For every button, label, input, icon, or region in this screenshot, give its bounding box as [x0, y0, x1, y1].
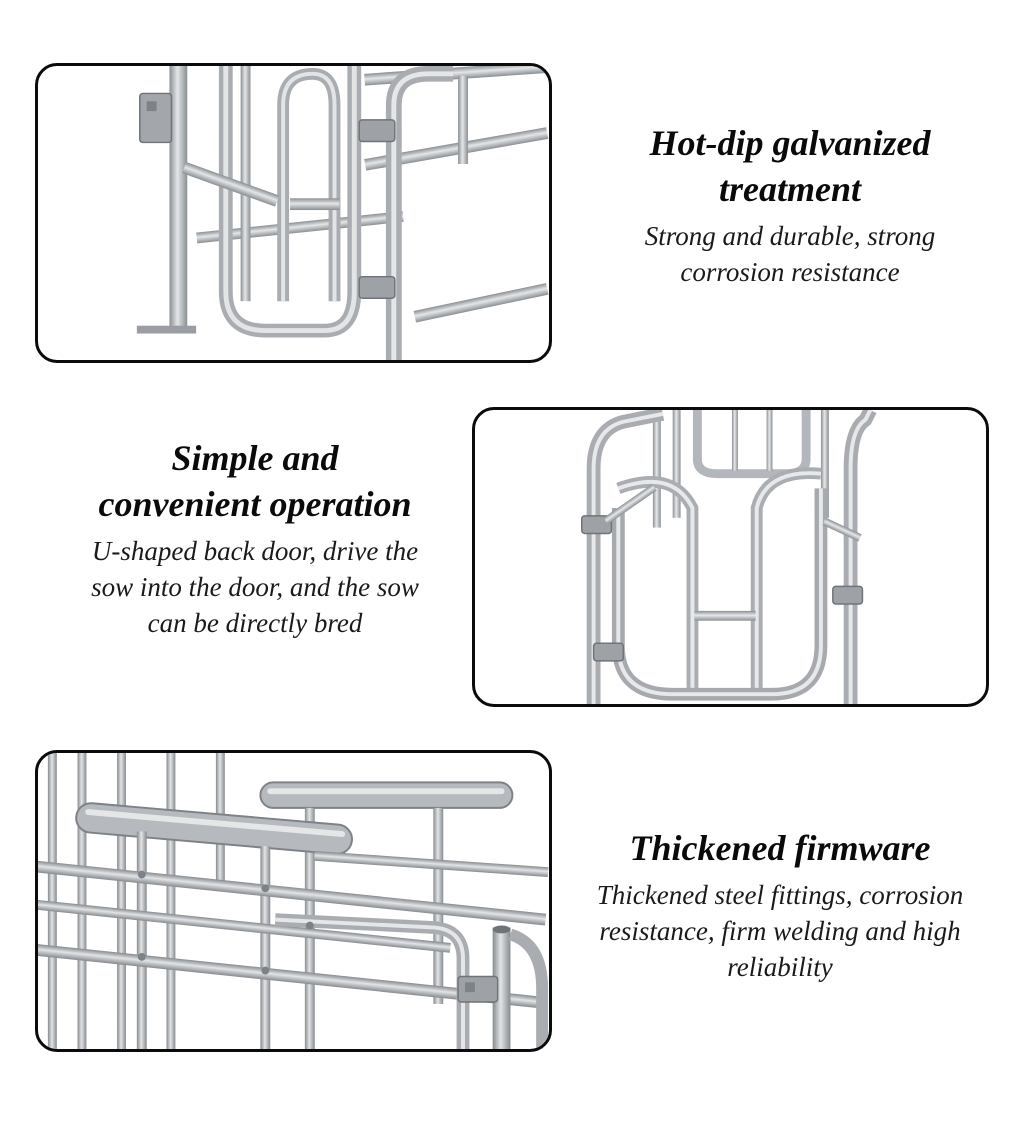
feature-3-heading: Thickened firmware: [560, 825, 1000, 871]
feature-2-description-line-2: sow into the door, and the sow: [91, 572, 419, 602]
galvanized-gate-photo: [35, 63, 552, 363]
feature-1-heading-line-1: Hot-dip galvanized: [649, 123, 931, 163]
feature-2-description-line-3: can be directly bred: [147, 608, 363, 638]
feature-3-description: Thickened steel fittings, corrosion resi…: [560, 877, 1000, 985]
feature-3-description-line-3: reliability: [727, 952, 833, 982]
feature-1-heading-line-2: treatment: [719, 169, 861, 209]
feature-3-description-line-2: resistance, firm welding and high: [599, 916, 961, 946]
u-shaped-back-door-photo: [472, 407, 989, 707]
feature-3-text: Thickened firmware Thickened steel fitti…: [560, 825, 1000, 985]
feature-2-text: Simple and convenient operation U-shaped…: [40, 435, 470, 641]
fittings-illustration: [38, 753, 549, 1049]
feature-2-heading-line-1: Simple and: [171, 438, 339, 478]
feature-2-description-line-1: U-shaped back door, drive the: [91, 536, 419, 566]
feature-1-heading: Hot-dip galvanized treatment: [580, 120, 1000, 212]
feature-1-text: Hot-dip galvanized treatment Strong and …: [580, 120, 1000, 290]
feature-2-heading-line-2: convenient operation: [98, 484, 412, 524]
feature-2-heading: Simple and convenient operation: [40, 435, 470, 527]
back-door-illustration: [581, 410, 877, 704]
feature-1-description-line-1: Strong and durable, strong: [644, 221, 936, 251]
feature-section-3: Thickened firmware Thickened steel fitti…: [0, 730, 1025, 1123]
thickened-fittings-photo: [35, 750, 552, 1052]
feature-1-description: Strong and durable, strong corrosion res…: [580, 218, 1000, 290]
feature-section-2: Simple and convenient operation U-shaped…: [0, 370, 1025, 730]
feature-1-description-line-2: corrosion resistance: [680, 257, 900, 287]
feature-section-1: Hot-dip galvanized treatment Strong and …: [0, 0, 1025, 370]
feature-2-description: U-shaped back door, drive the sow into t…: [40, 533, 470, 641]
feature-3-description-line-1: Thickened steel fittings, corrosion: [596, 880, 964, 910]
feature-3-heading-line-1: Thickened firmware: [629, 828, 931, 868]
gate-illustration: [136, 66, 549, 360]
